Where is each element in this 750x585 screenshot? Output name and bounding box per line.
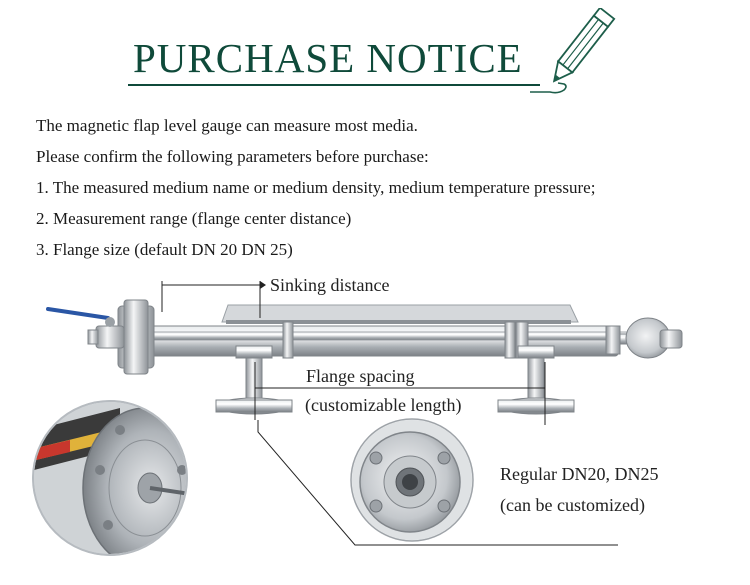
flange-spacing-label: Flange spacing: [306, 366, 415, 386]
intro-line: Please confirm the following parameters …: [36, 147, 429, 166]
flange-spacing-note: (customizable length): [305, 395, 462, 415]
intro-line: 2. Measurement range (flange center dist…: [36, 209, 352, 228]
title-underline: [128, 84, 540, 86]
intro-text: The magnetic flap level gauge can measur…: [36, 110, 595, 265]
page-title: PURCHASE NOTICE: [133, 35, 523, 81]
flange-zoom-left: [32, 400, 188, 556]
pencil-icon: [530, 8, 616, 94]
flange-size-note: (can be customized): [500, 495, 645, 515]
intro-line: 3. Flange size (default DN 20 DN 25): [36, 240, 293, 259]
flange-zoom-right: [350, 418, 474, 542]
indicator-bar: [221, 304, 579, 324]
flange-size-label: Regular DN20, DN25: [500, 464, 659, 484]
intro-line: The magnetic flap level gauge can measur…: [36, 116, 418, 135]
sinking-distance-label: Sinking distance: [270, 275, 390, 295]
intro-line: 1. The measured medium name or medium de…: [36, 178, 596, 197]
